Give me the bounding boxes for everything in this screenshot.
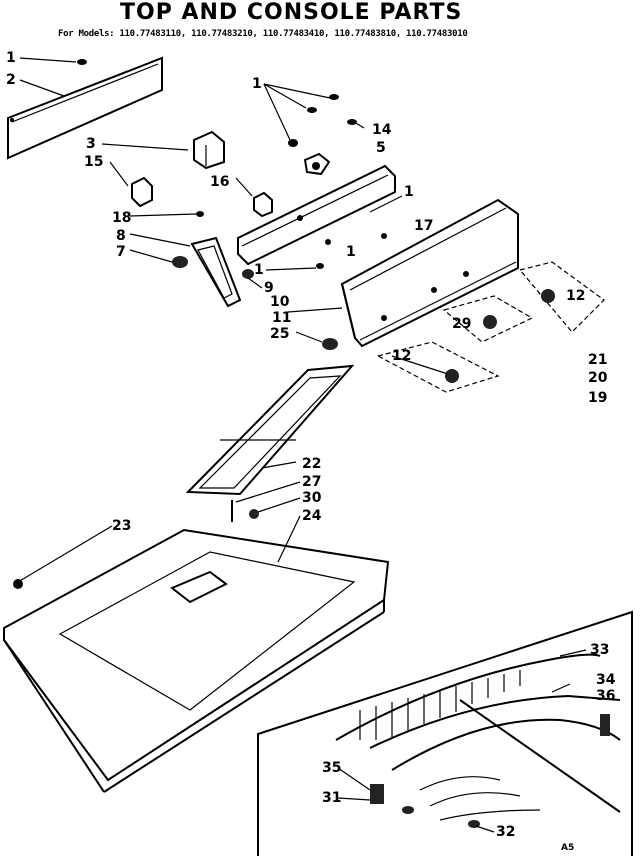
callout-23: 23 [112,518,131,534]
callout-3: 3 [86,136,96,152]
callout-35: 35 [322,760,341,776]
callout-19: 19 [588,390,607,406]
callout-33: 33 [590,642,609,658]
callout-21: 21 [588,352,607,368]
part-30 [249,509,259,519]
console-screws-group [288,94,357,176]
top-cabinet-part-24 [3,528,390,793]
leader-lines [17,57,587,833]
callout-labels: 1 2 1 14 3 5 15 16 1 18 17 8 1 7 1 9 12 … [6,50,616,840]
callout-17: 17 [414,218,433,234]
door-frame-part-22 [185,364,355,496]
console-back-plate [196,164,396,269]
callout-30: 30 [302,490,322,506]
callout-32: 32 [496,824,515,840]
control-panel-19 [376,341,500,393]
console-housing [340,198,519,348]
page-title: TOP AND CONSOLE PARTS [120,0,463,25]
screw-part-1-top [77,59,87,65]
callout-7: 7 [116,244,126,260]
callout-14: 14 [372,122,392,138]
knob-part-9 [242,269,254,279]
knob-part-16 [253,191,273,218]
bracket-part-8 [190,236,242,308]
callout-22: 22 [302,456,321,472]
callout-9: 9 [264,280,274,296]
callout-12: 12 [392,348,411,364]
callout-1: 1 [6,50,16,66]
callout-11: 11 [272,310,291,326]
callout-29: 29 [452,316,471,332]
callout-1: 1 [404,184,414,200]
callout-34: 34 [596,672,616,688]
callout-16: 16 [210,174,229,190]
callout-36: 36 [596,688,615,704]
callout-18: 18 [112,210,131,226]
callout-24: 24 [302,508,322,524]
callout-15: 15 [84,154,103,170]
callout-25: 25 [270,326,289,342]
callout-1: 1 [252,76,262,92]
callout-2: 2 [6,72,16,88]
drawing-code: A5 [561,843,575,853]
callout-27: 27 [302,474,321,490]
callout-1: 1 [254,262,264,278]
knob-part-7 [172,256,188,268]
callout-8: 8 [116,228,126,244]
callout-10: 10 [270,294,290,310]
control-panel-21 [518,261,605,333]
wiring-harness [257,610,633,856]
switch-part-3 [193,130,225,170]
back-trim-panel [7,56,163,160]
callout-5: 5 [376,140,386,156]
switch-part-15 [131,176,153,208]
model-numbers: For Models: 110.77483110, 110.77483210, … [58,29,468,39]
callout-20: 20 [588,370,608,386]
callout-31: 31 [322,790,341,806]
knob-part-25 [322,338,338,350]
callout-12: 12 [566,288,585,304]
callout-1: 1 [346,244,356,260]
control-panel-20 [442,295,534,343]
